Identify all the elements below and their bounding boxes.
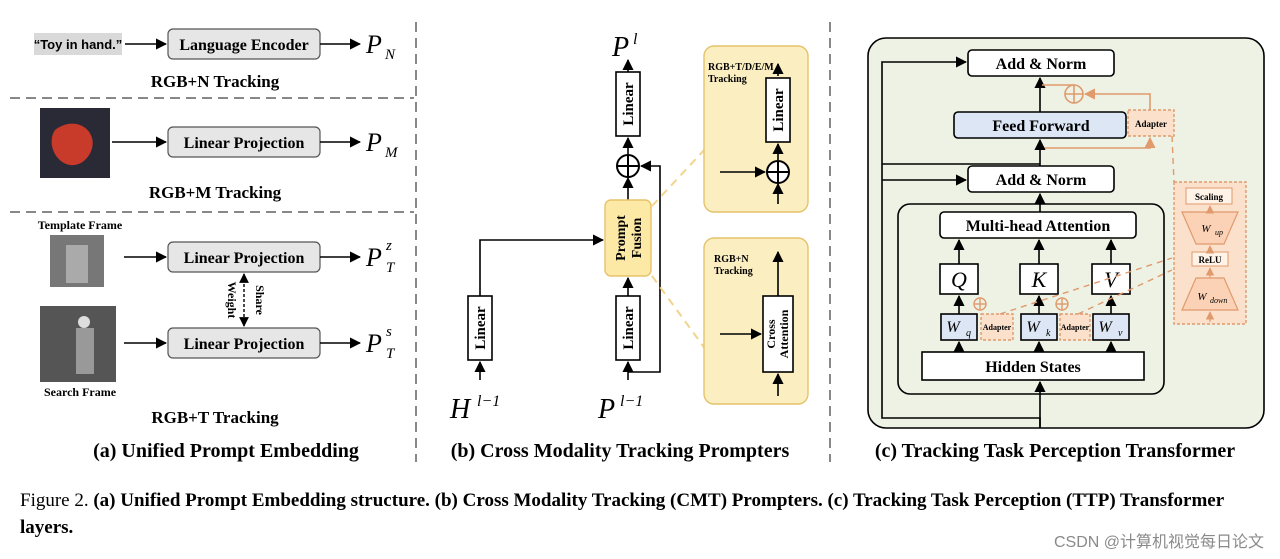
wv-label: W [1098, 319, 1113, 336]
p-l-symbol: P [611, 32, 629, 63]
linear-top-box [615, 71, 641, 137]
linear-p-label: Linear [621, 306, 637, 350]
add-norm-bottom-label: Add & Norm [996, 172, 1087, 189]
hidden-states-label: Hidden States [985, 359, 1081, 376]
adapter-ffn-label: Adapter [1135, 119, 1167, 129]
rgbt-tracking-label: RGB+T Tracking [151, 408, 279, 427]
v-label: V [1104, 267, 1120, 292]
p-t-s-superscript: s [386, 324, 392, 340]
prompt-fusion-box [604, 199, 652, 277]
w-down-label: W [1197, 291, 1207, 303]
w-up-label: W [1201, 223, 1211, 235]
panel-a: “Toy in hand.” Language Encoder P N RGB+… [10, 28, 414, 462]
rgbn-tracking-label: RGB+N Tracking [151, 72, 280, 91]
linear-p-box [615, 295, 641, 361]
figure-diagram: “Toy in hand.” Language Encoder P N RGB+… [10, 22, 1265, 462]
p-t-s-subscript: T [386, 346, 396, 362]
adapter-k-box [1059, 313, 1091, 341]
linear-top-label: Linear [621, 82, 637, 126]
p-l-superscript: l [633, 31, 638, 48]
p-t-z-symbol: P [365, 243, 382, 272]
caption-part-c: (c) Tracking Task Perception (TTP) Trans… [20, 490, 1224, 538]
p-m-symbol: P [365, 128, 382, 157]
panel-b: P l Linear Prompt Fusion Linear P l−1 Li… [449, 31, 809, 462]
w-up-subscript: up [1215, 228, 1223, 237]
scaling-box [1185, 187, 1233, 205]
w-up-shape [1181, 211, 1239, 245]
prompt-fusion-label-2: Fusion [630, 218, 645, 259]
scaling-label: Scaling [1195, 192, 1224, 202]
p-t-z-superscript: z [385, 238, 392, 254]
k-label: K [1031, 267, 1048, 292]
share-label: Share [253, 285, 267, 315]
inset-top-label-2: Tracking [708, 74, 747, 85]
h-input-superscript: l−1 [477, 393, 500, 410]
adapter-k-label: Adapter [1061, 323, 1090, 332]
inset-bottom-label-1: RGB+N [714, 254, 749, 265]
figure-caption: Figure 2. (a) Unified Prompt Embedding s… [20, 487, 1270, 541]
multihead-attention-box [939, 211, 1137, 239]
caption-part-b: (b) Cross Modality Tracking (CMT) Prompt… [434, 490, 823, 511]
caption-prefix: Figure 2. [20, 490, 94, 511]
text-prompt-box [34, 33, 122, 55]
panel-c-title: (c) Tracking Task Perception Transformer [875, 440, 1235, 462]
linear-projection-z-label: Linear Projection [184, 250, 305, 267]
panel-a-title: (a) Unified Prompt Embedding [93, 440, 359, 462]
text-prompt-label: “Toy in hand.” [34, 37, 123, 52]
weight-label: Weight [225, 282, 239, 319]
cross-attention-label-1: Cross [764, 319, 778, 348]
add-norm-top-label: Add & Norm [996, 56, 1087, 73]
wk-box [1020, 313, 1058, 341]
hidden-states-box [921, 351, 1145, 381]
panel-c: Add & Norm Feed Forward Adapter Add & No… [867, 37, 1265, 462]
add-norm-top-box [967, 49, 1115, 77]
wq-subscript: q [966, 328, 971, 339]
h-input-symbol: H [449, 394, 472, 425]
linear-h-label: Linear [473, 306, 489, 350]
q-box [939, 263, 979, 295]
rgbm-tracking-label: RGB+M Tracking [149, 183, 282, 202]
inset-linear-label: Linear [771, 88, 787, 132]
p-n-symbol: P [365, 30, 382, 59]
caption-part-a: (a) Unified Prompt Embedding structure. [93, 490, 430, 511]
inset-top-label-1: RGB+T/D/E/M [708, 62, 774, 73]
q-label: Q [951, 267, 967, 292]
p-input-superscript: l−1 [620, 393, 643, 410]
p-n-subscript: N [384, 47, 396, 63]
w-down-shape [1181, 277, 1239, 311]
w-down-subscript: down [1210, 296, 1227, 305]
prompt-fusion-label-1: Prompt [614, 215, 629, 261]
linear-projection-m-label: Linear Projection [184, 135, 305, 152]
wk-label: W [1026, 319, 1041, 336]
linear-projection-s-label: Linear Projection [184, 336, 305, 353]
search-frame-label: Search Frame [44, 385, 117, 399]
template-frame-label: Template Frame [38, 218, 123, 232]
cross-attention-label-2: Attention [777, 309, 791, 358]
linear-h-box [467, 295, 493, 361]
wv-subscript: v [1118, 328, 1123, 339]
feed-forward-label: Feed Forward [992, 118, 1089, 135]
watermark: CSDN @计算机视觉每日论文 [1053, 534, 1264, 551]
cross-attention-box [762, 295, 794, 373]
adapter-q-label: Adapter [983, 323, 1012, 332]
feed-forward-box [953, 111, 1127, 139]
panel-b-title: (b) Cross Modality Tracking Prompters [451, 440, 790, 462]
relu-label: ReLU [1199, 255, 1222, 265]
p-t-s-symbol: P [365, 329, 382, 358]
k-box [1019, 263, 1059, 295]
attention-block [897, 203, 1165, 395]
p-m-subscript: M [384, 145, 399, 161]
wq-label: W [946, 319, 961, 336]
adapter-q-box [980, 313, 1014, 341]
inset-linear-box [765, 77, 791, 143]
p-input-symbol: P [597, 394, 615, 425]
multihead-attention-label: Multi-head Attention [966, 218, 1111, 235]
adapter-ffn-box [1127, 109, 1175, 137]
add-norm-bottom-box [967, 165, 1115, 193]
wk-subscript: k [1046, 328, 1051, 339]
language-encoder-label: Language Encoder [179, 37, 308, 54]
p-t-z-subscript: T [386, 260, 396, 276]
inset-bottom-label-2: Tracking [714, 266, 753, 277]
